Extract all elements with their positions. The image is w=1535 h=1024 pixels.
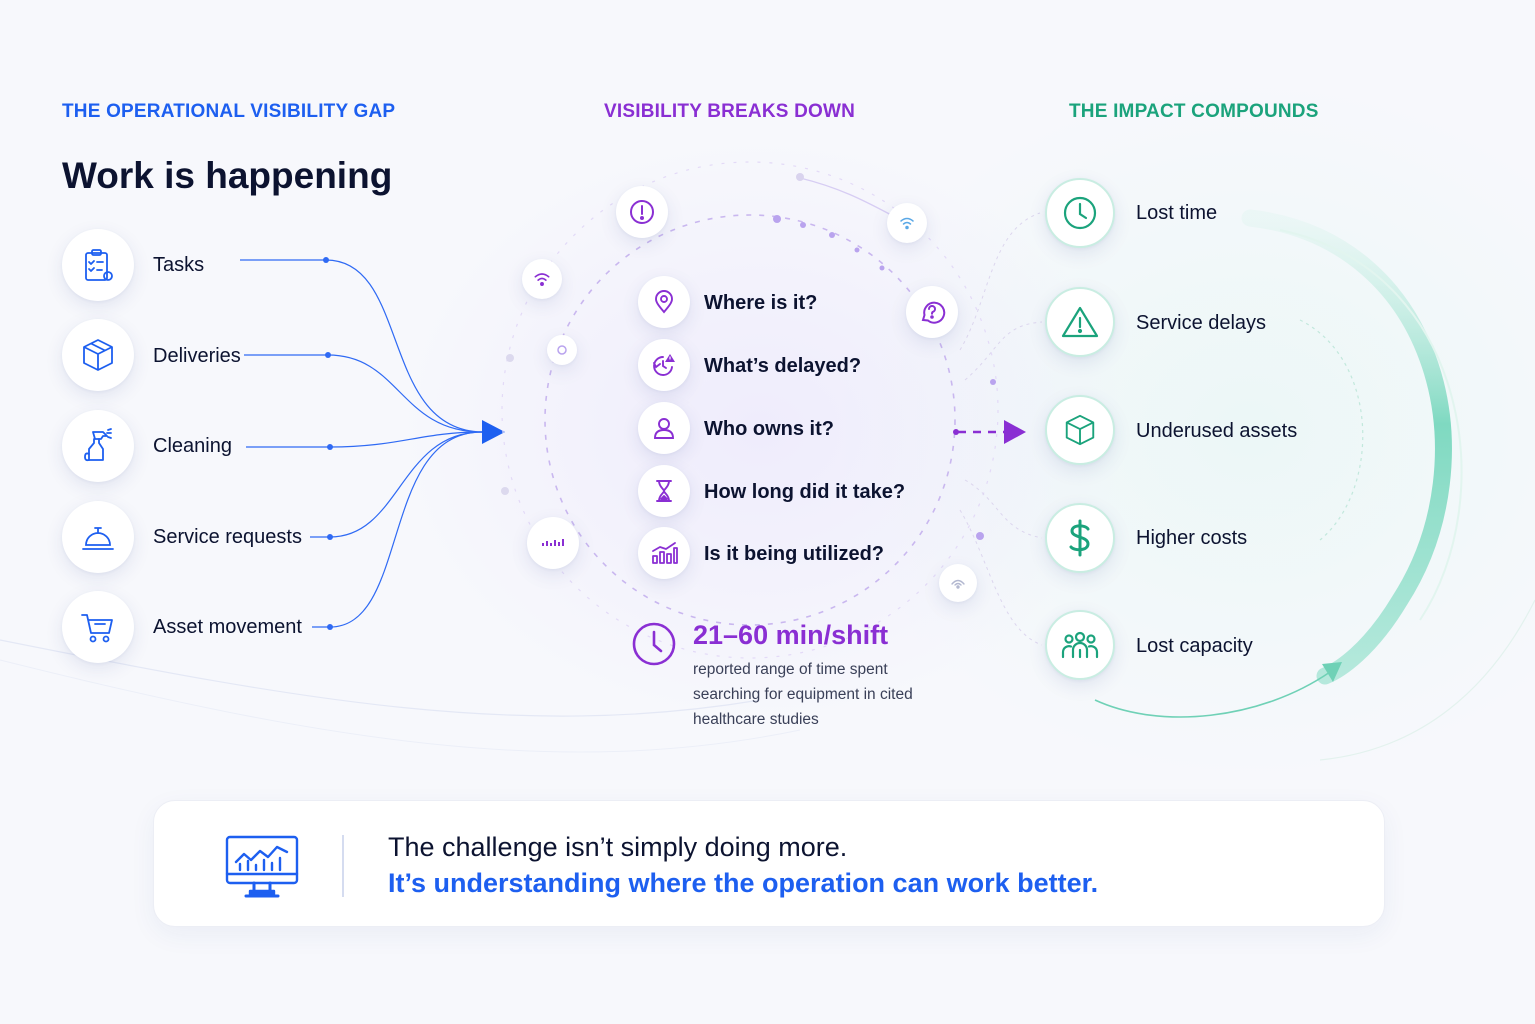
- warning-icon: [1045, 287, 1115, 357]
- question-icon: [906, 286, 958, 338]
- question-is-it-utilized: Is it being utilized?: [704, 543, 884, 565]
- sensor-icon: [939, 564, 977, 602]
- impact-service-delays: Service delays: [1136, 312, 1267, 334]
- left-item-tasks: Tasks: [153, 254, 205, 276]
- person-icon: [638, 402, 690, 454]
- section-label-visibility-breaks-down: VISIBILITY BREAKS DOWN: [604, 101, 856, 122]
- cube-icon: [1045, 395, 1115, 465]
- impact-lost-capacity: Lost capacity: [1136, 635, 1253, 657]
- beacon-icon: [527, 517, 579, 569]
- left-item-service-requests: Service requests: [153, 526, 302, 548]
- summary-banner: The challenge isn’t simply doing more. I…: [153, 800, 1385, 927]
- bar-chart-icon: [638, 527, 690, 579]
- left-item-cleaning: Cleaning: [153, 435, 232, 457]
- people-icon: [1045, 610, 1115, 680]
- clipboard-icon: [62, 229, 134, 301]
- impact-higher-costs: Higher costs: [1136, 527, 1248, 549]
- spray-bottle-icon: [62, 410, 134, 482]
- dollar-icon: [1045, 503, 1115, 573]
- question-how-long: How long did it take?: [704, 481, 906, 503]
- left-heading: Work is happening: [62, 155, 393, 196]
- cart-icon: [62, 591, 134, 663]
- left-item-asset-movement: Asset movement: [153, 616, 302, 638]
- question-whats-delayed: What’s delayed?: [704, 355, 862, 377]
- question-where-is-it: Where is it?: [704, 292, 818, 314]
- question-who-owns-it: Who owns it?: [704, 418, 834, 440]
- box-icon: [62, 319, 134, 391]
- signal-icon: [547, 335, 577, 365]
- service-bell-icon: [62, 501, 134, 573]
- stat-description: reported range of time spent searching f…: [693, 661, 913, 728]
- clock-icon: [630, 620, 678, 673]
- impact-underused-assets: Underused assets: [1136, 420, 1298, 442]
- stat-value: 21–60 min/shift: [693, 620, 889, 650]
- wifi-icon: [522, 259, 562, 299]
- delay-clock-icon: [638, 339, 690, 391]
- banner-line-1: The challenge isn’t simply doing more.: [388, 832, 848, 862]
- wifi-icon: [887, 203, 927, 243]
- monitor-chart-icon: [224, 834, 300, 905]
- banner-divider: [342, 835, 344, 897]
- alert-icon: [616, 186, 668, 238]
- left-item-deliveries: Deliveries: [153, 345, 241, 367]
- impact-lost-time: Lost time: [1136, 202, 1218, 224]
- location-pin-icon: [638, 276, 690, 328]
- section-label-impact-compounds: THE IMPACT COMPOUNDS: [1069, 101, 1319, 122]
- hourglass-icon: [638, 465, 690, 517]
- section-label-operational-visibility-gap: THE OPERATIONAL VISIBILITY GAP: [62, 101, 396, 122]
- clock-icon: [1045, 178, 1115, 248]
- banner-line-2: It’s understanding where the operation c…: [388, 868, 1099, 898]
